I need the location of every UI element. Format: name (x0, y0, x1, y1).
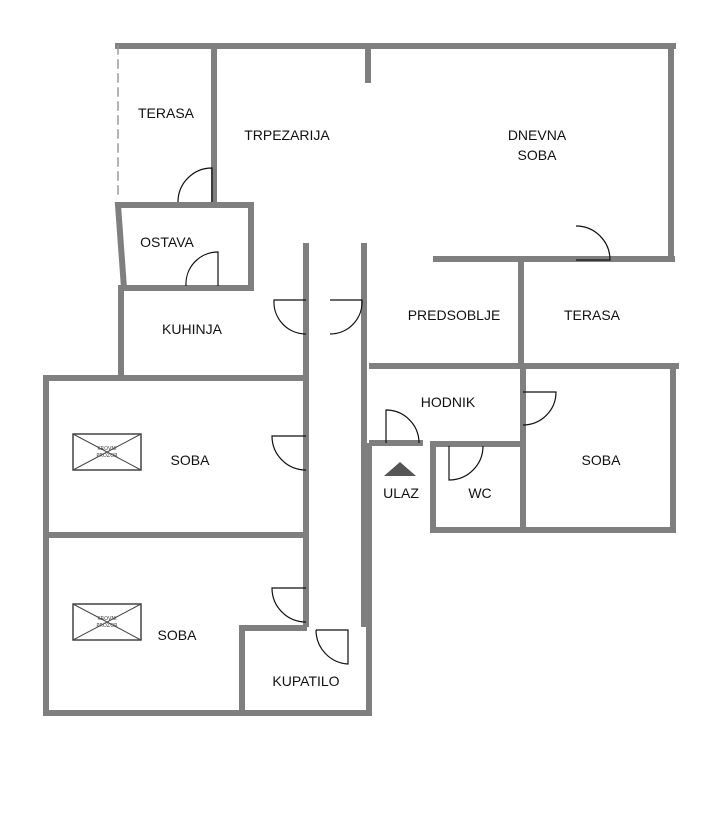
room-label-soba-lower: SOBA (158, 627, 198, 643)
room-label-kupatilo: KUPATILO (272, 673, 339, 689)
door-soba-right (522, 391, 557, 426)
door-hodnik (385, 409, 420, 444)
room-label-dnevna-2: SOBA (518, 147, 558, 163)
door-soba-upper (271, 435, 307, 471)
skylight-icon: KROVNI PROZOR (72, 433, 142, 471)
door-soba-lower (271, 587, 307, 623)
room-label-terasa-top: TERASA (138, 105, 195, 121)
wall-ostava (114, 202, 254, 291)
room-label-predsoblje: PREDSOBLJE (408, 307, 501, 323)
door-terasa (177, 167, 213, 203)
wall-soba-right (430, 363, 676, 533)
room-label-hodnik: HODNIK (421, 394, 476, 410)
door-ostava (185, 251, 219, 287)
door-wc (448, 445, 484, 481)
entrance-arrow-icon (384, 462, 416, 476)
room-label-trpezarija: TRPEZARIJA (244, 127, 330, 143)
skylight-lower-label-2: PROZOR (96, 623, 118, 629)
door-kuhinja (273, 299, 307, 335)
skylight-upper-label-2: PROZOR (96, 453, 118, 459)
door-dnevna (575, 225, 611, 261)
room-label-wc: WC (468, 485, 491, 501)
room-label-soba-right: SOBA (582, 452, 622, 468)
room-label-ostava: OSTAVA (140, 234, 194, 250)
room-label-kuhinja: KUHINJA (162, 321, 223, 337)
room-label-soba-upper: SOBA (171, 452, 211, 468)
doors (177, 167, 611, 665)
room-label-dnevna-1: DNEVNA (508, 127, 567, 143)
walls (43, 43, 679, 716)
room-label-terasa-right: TERASA (564, 307, 621, 323)
skylight-upper-label-1: KROVNI (97, 446, 116, 452)
skylight-icon: KROVNI PROZOR (72, 603, 142, 641)
door-kuhinja-corridor (329, 299, 363, 335)
wall-left-outer (43, 375, 372, 716)
skylight-lower-label-1: KROVNI (97, 616, 116, 622)
door-kupatilo (315, 629, 349, 665)
room-label-ulaz: ULAZ (383, 485, 419, 501)
